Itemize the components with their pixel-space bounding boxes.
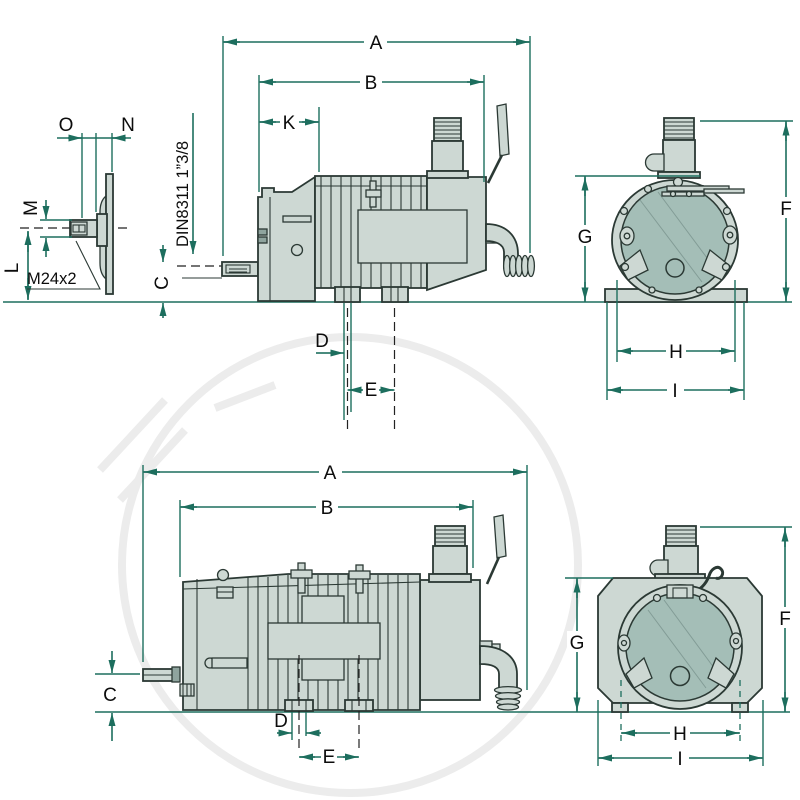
dim-label-a-top: A: [370, 33, 383, 54]
coupling-spec-note: DIN8311 1”3/8: [174, 113, 197, 254]
gearbox-bar: [282, 215, 312, 223]
top-side-view: A B K C: [152, 32, 536, 432]
gearbox-tab: [257, 228, 268, 236]
gearbox-details-b: [171, 586, 248, 697]
dim-H-bottom: H: [620, 680, 741, 745]
dim-A-top: A: [222, 32, 531, 256]
cover-notch-left-b: [625, 656, 653, 689]
dim-label-o: O: [59, 115, 74, 136]
end-cover: [620, 185, 730, 295]
lever-hook: [691, 565, 725, 595]
dim-I-bottom: I: [597, 700, 764, 770]
dim-label-k-top: K: [283, 113, 296, 134]
dim-label-f-bottom: F: [779, 609, 791, 630]
dim-label-b-top: B: [365, 73, 378, 94]
dim-label-m: M: [21, 200, 42, 216]
dim-label-c-top: C: [152, 276, 173, 290]
exhaust-elbow-b: [479, 645, 523, 711]
dim-E-bottom: E: [298, 655, 360, 768]
coupling-spec-text: DIN8311 1”3/8: [174, 141, 192, 247]
drain-plug-b: [669, 665, 691, 687]
dim-label-i-top: I: [672, 381, 677, 402]
smooth-band: [267, 622, 381, 660]
thread-spec-text: M24x2: [27, 270, 77, 288]
dim-K-top: K: [259, 107, 320, 172]
mounting-feet: [334, 286, 409, 303]
dim-label-h-bottom: H: [673, 724, 687, 745]
lever: [486, 103, 510, 184]
cover-shading-b: [647, 599, 721, 689]
watermark: [97, 333, 582, 797]
dim-label-g-bottom: G: [570, 633, 585, 654]
dim-label-d-top: D: [315, 331, 329, 352]
dim-label-c-bottom: C: [103, 685, 117, 706]
dim-label-h-top: H: [669, 342, 683, 363]
dim-label-e-bottom: E: [323, 747, 336, 768]
knob: [216, 568, 230, 582]
lifting-lugs: [290, 562, 371, 594]
gearbox-plug: [290, 243, 304, 257]
dim-F-top: F: [700, 120, 796, 302]
dim-B-bottom: B: [179, 497, 474, 577]
dim-label-i-bottom: I: [677, 749, 682, 770]
dim-D-top: D: [315, 303, 396, 432]
shaft-detail-view: O N M L M24x2: [2, 115, 135, 300]
lever-b: [485, 514, 507, 585]
intake-port-b: [428, 525, 472, 583]
thread-spec-leader: [27, 240, 101, 290]
flange-hub: [96, 213, 108, 247]
watermark-strokes: [97, 381, 277, 503]
dim-label-d-bottom: D: [274, 711, 288, 732]
cover-bolts-b: [617, 584, 743, 652]
watermark-arc: [118, 333, 582, 797]
dim-B-top: B: [258, 72, 485, 192]
dim-label-a-bottom: A: [324, 463, 337, 484]
coupling-spline: [225, 264, 251, 274]
dim-O-N: O N: [57, 115, 135, 218]
drain-plug: [665, 258, 685, 278]
dim-label-n: N: [121, 115, 135, 136]
dim-C-bottom: C: [95, 651, 140, 741]
cover-notch-right: [701, 248, 731, 281]
dim-F-bottom: F: [700, 526, 795, 712]
dim-E-top: E: [347, 380, 395, 401]
intake-port-end: [644, 117, 701, 179]
cover-bolts: [619, 176, 738, 294]
dim-label-g-top: G: [578, 227, 593, 248]
dim-I-top: I: [606, 302, 745, 402]
dim-label-f-top: F: [780, 199, 792, 220]
dim-L: L: [2, 231, 32, 300]
bottom-end-view: G F H I: [565, 525, 795, 770]
dim-A-bottom: A: [142, 462, 528, 690]
intake-port: [426, 117, 469, 179]
dim-G-bottom: G: [565, 577, 613, 712]
intake-port-end-b: [649, 525, 706, 582]
pump-end-housing-b: [419, 579, 481, 701]
cover-shading: [639, 191, 717, 283]
filler-boss: [365, 180, 382, 208]
thread-spec-note: M24x2: [27, 240, 101, 290]
oil-reservoir-band: [357, 209, 468, 264]
dim-D-bottom: D: [274, 711, 321, 740]
dim-label-b-bottom: B: [321, 498, 334, 519]
dim-M: M: [21, 200, 72, 257]
top-end-view: G F H I: [575, 117, 796, 402]
dim-label-e-top: E: [365, 380, 378, 401]
foot-pad-left: [611, 702, 629, 713]
bottom-side-view: A B C D: [95, 462, 528, 768]
top-bracket: [661, 185, 745, 198]
gearbox-tab: [257, 236, 268, 244]
cover-notch-right-b: [707, 656, 735, 689]
cover-notch-left: [619, 248, 649, 281]
dim-H-top: H: [616, 280, 736, 363]
dim-G-top: G: [575, 175, 700, 302]
dim-C-top: C: [152, 245, 173, 318]
exhaust-elbow: [485, 223, 536, 278]
dim-label-l: L: [2, 263, 23, 274]
